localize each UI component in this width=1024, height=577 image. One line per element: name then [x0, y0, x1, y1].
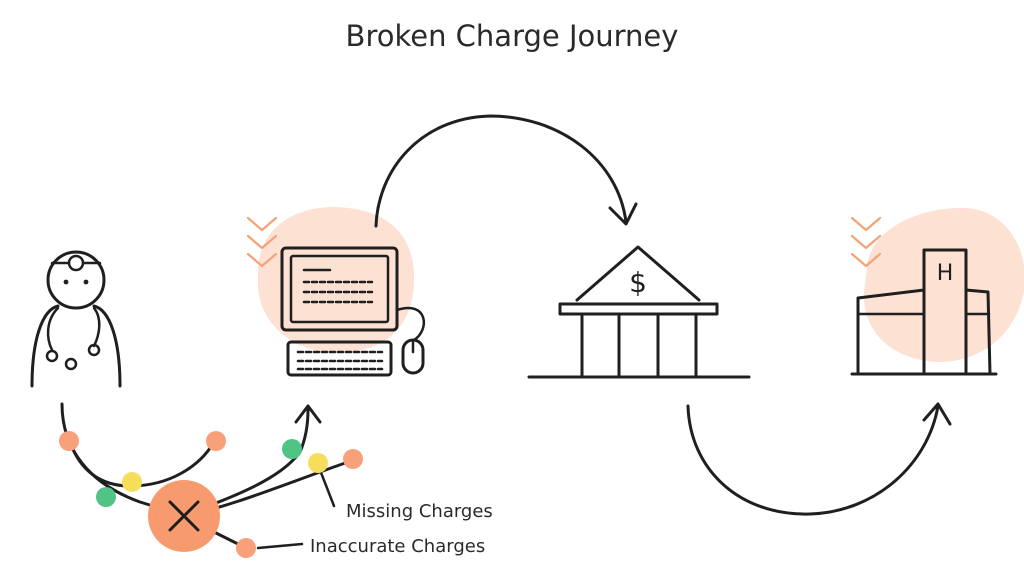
computer-blob	[257, 207, 415, 353]
charge-dots	[59, 431, 363, 558]
hospital-letter: H	[937, 261, 954, 286]
doctor-icon	[30, 250, 122, 388]
charge-dot	[206, 431, 226, 451]
charge-dot	[282, 439, 302, 459]
charge-dot	[59, 431, 79, 451]
bank-icon: $	[527, 245, 751, 379]
arrow-bank-to-hospital	[686, 402, 952, 516]
hospital-blob	[863, 207, 1024, 362]
charge-dot	[308, 453, 328, 473]
missing-charges-label: Missing Charges	[346, 501, 493, 522]
charge-dot	[236, 538, 256, 558]
chevron-down-icon	[850, 216, 882, 268]
arrow-computer-to-bank	[374, 114, 638, 228]
computer-icon	[246, 207, 426, 377]
chevron-down-icon	[246, 216, 278, 268]
dollar-icon: $	[629, 266, 647, 299]
diagram-title: Broken Charge Journey	[346, 19, 679, 53]
hospital-icon: H	[850, 207, 1024, 376]
charge-dot	[96, 487, 116, 507]
inaccurate-charges-label: Inaccurate Charges	[310, 536, 485, 557]
charge-dot	[343, 449, 363, 469]
error-x-icon	[148, 480, 220, 552]
charge-dot	[122, 472, 142, 492]
